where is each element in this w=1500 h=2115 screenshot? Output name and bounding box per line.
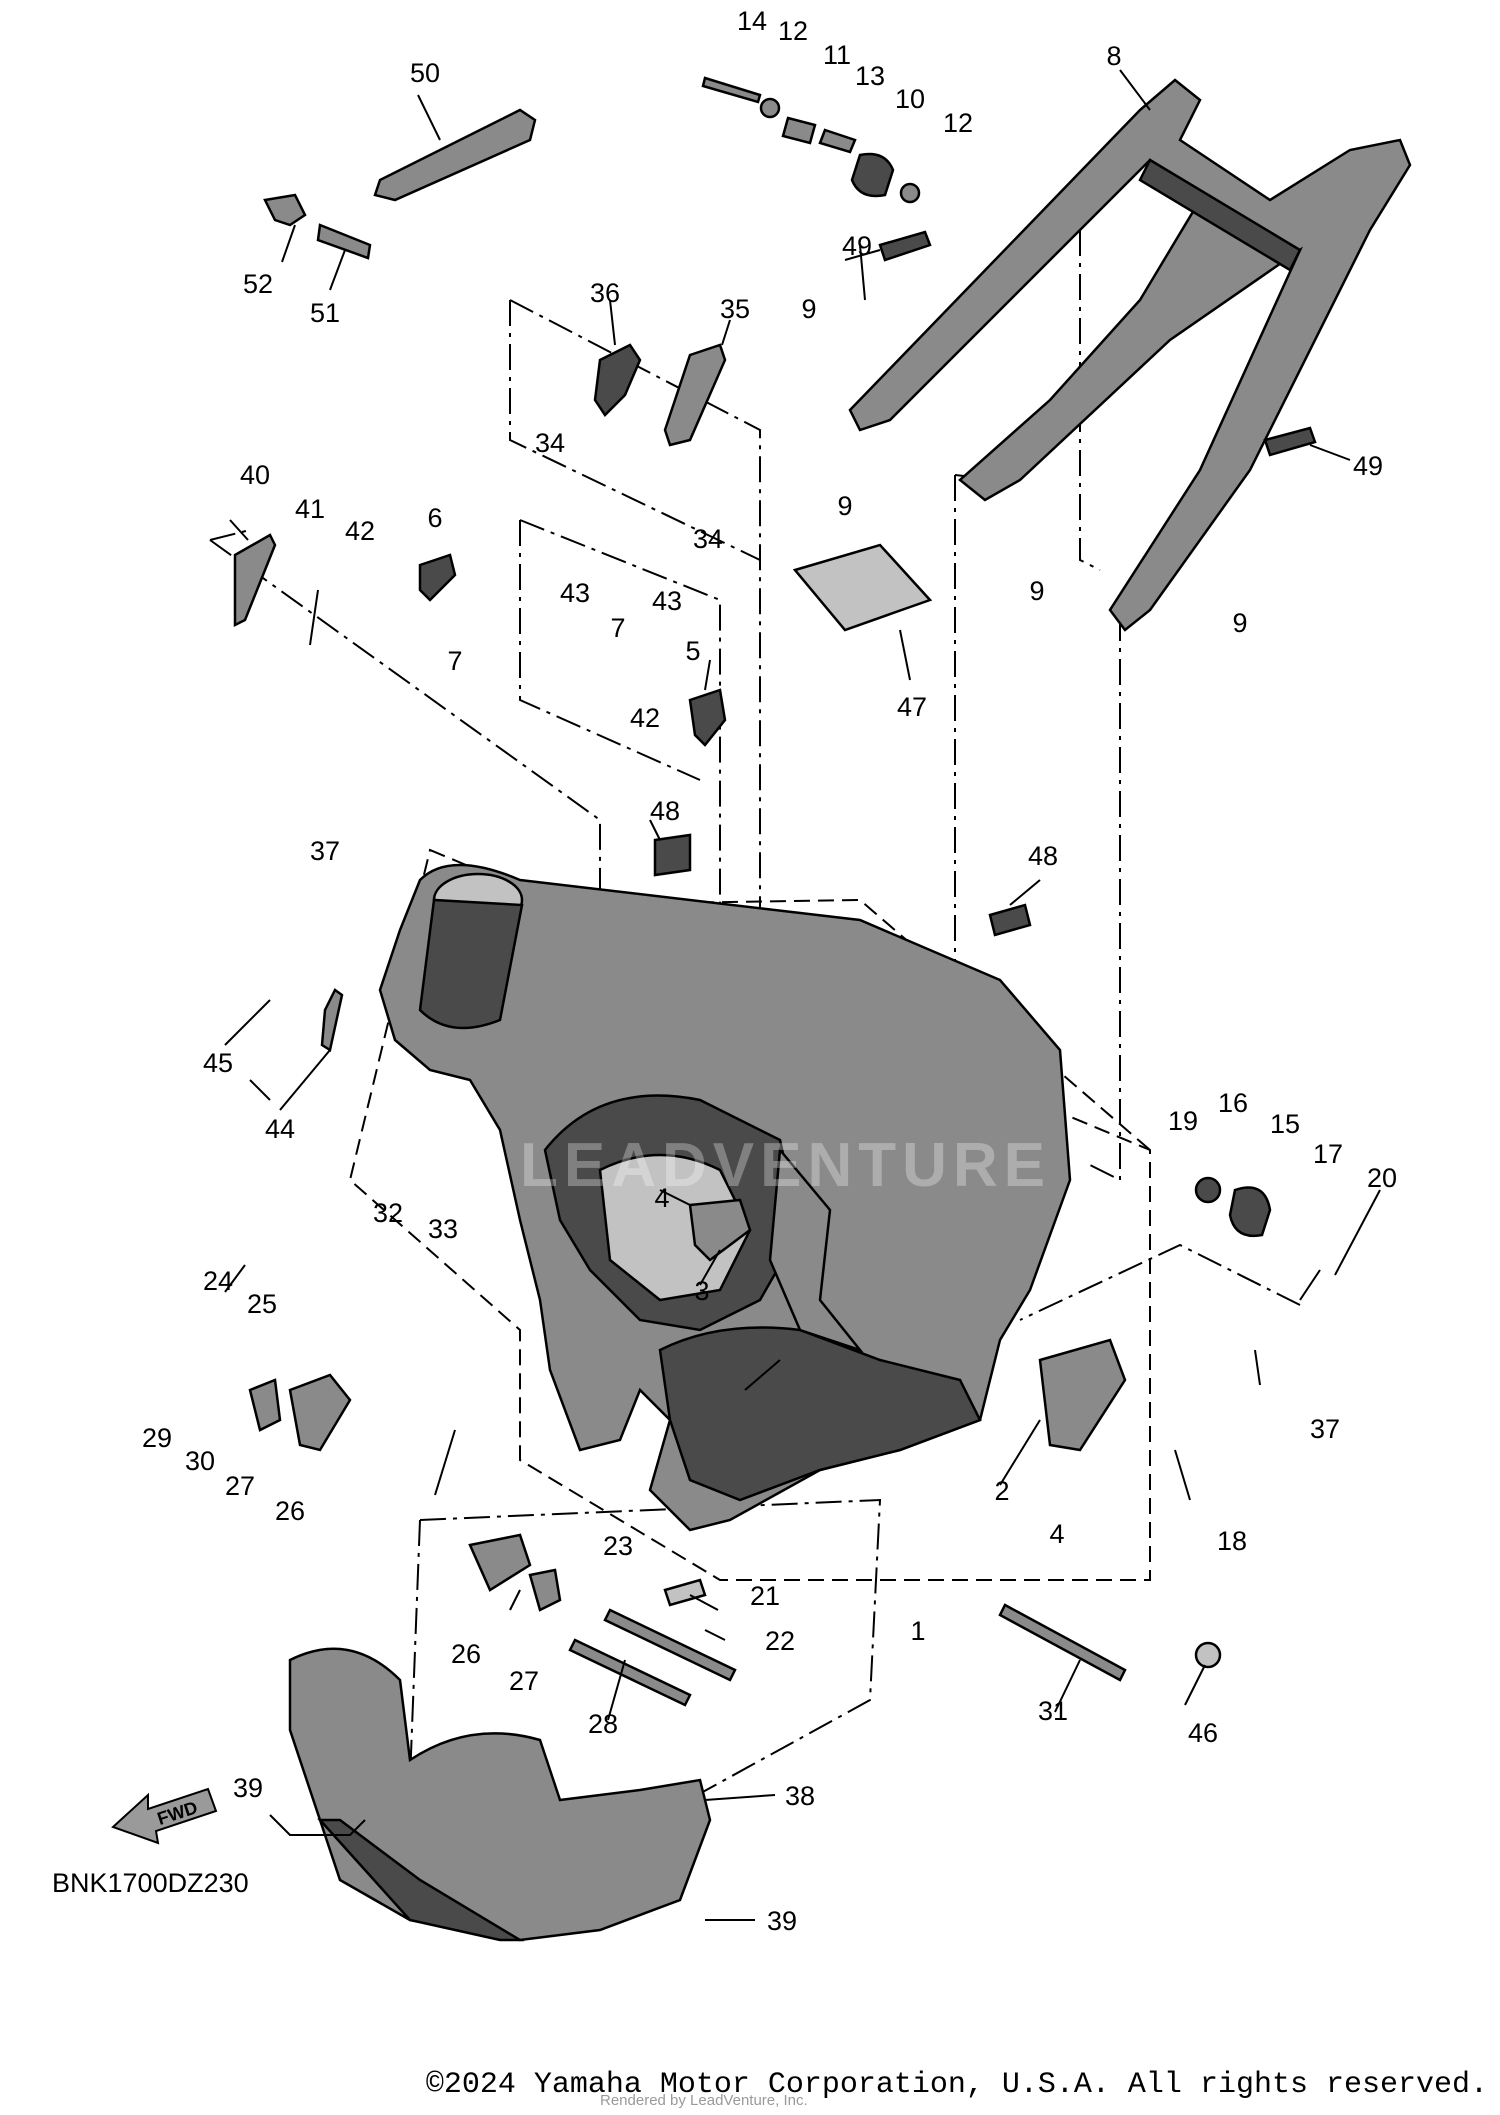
callout-7: 7 bbox=[447, 646, 462, 676]
callout-29: 29 bbox=[142, 1423, 172, 1453]
callout-14: 14 bbox=[737, 6, 767, 36]
callout-26b: 26 bbox=[451, 1639, 481, 1669]
callout-4b: 4 bbox=[1049, 1519, 1064, 1549]
callout-23: 23 bbox=[603, 1531, 633, 1561]
callout-10: 10 bbox=[895, 84, 925, 114]
callout-35: 35 bbox=[720, 294, 750, 324]
callout-27: 27 bbox=[225, 1471, 255, 1501]
callout-51: 51 bbox=[310, 298, 340, 328]
engine-guard bbox=[288, 1647, 712, 1942]
callout-12b: 12 bbox=[943, 108, 973, 138]
callout-33: 33 bbox=[428, 1214, 458, 1244]
callout-42: 42 bbox=[345, 516, 375, 546]
callout-22: 22 bbox=[765, 1626, 795, 1656]
callout-2: 2 bbox=[994, 1476, 1009, 1506]
callout-39: 39 bbox=[233, 1773, 263, 1803]
callout-43b: 43 bbox=[652, 586, 682, 616]
callout-30: 30 bbox=[185, 1446, 215, 1476]
callout-42b: 42 bbox=[630, 703, 660, 733]
callout-47: 47 bbox=[897, 692, 927, 722]
copyright-text: ©2024 Yamaha Motor Corporation, U.S.A. A… bbox=[425, 2068, 1488, 2102]
callout-41: 41 bbox=[295, 494, 325, 524]
fwd-arrow-icon: FWD bbox=[111, 1787, 218, 1845]
callout-13: 13 bbox=[855, 61, 885, 91]
callout-38: 38 bbox=[785, 1781, 815, 1811]
callout-27b: 27 bbox=[509, 1666, 539, 1696]
callout-50: 50 bbox=[410, 58, 440, 88]
callout-15: 15 bbox=[1270, 1109, 1300, 1139]
callout-6: 6 bbox=[427, 503, 442, 533]
callout-5: 5 bbox=[685, 636, 700, 666]
subframe bbox=[848, 78, 1412, 632]
small-parts bbox=[233, 76, 1317, 1707]
diagram-code: BNK1700DZ230 bbox=[52, 1868, 249, 1898]
callout-9c: 9 bbox=[1029, 576, 1044, 606]
callout-21: 21 bbox=[750, 1581, 780, 1611]
callout-39b: 39 bbox=[767, 1906, 797, 1936]
callout-52: 52 bbox=[243, 269, 273, 299]
callout-1: 1 bbox=[910, 1616, 925, 1646]
callout-48: 48 bbox=[650, 796, 680, 826]
leader-lines bbox=[224, 69, 1381, 1921]
callout-44: 44 bbox=[265, 1114, 295, 1144]
watermark: LEADVENTURE bbox=[520, 1131, 1052, 1200]
callout-11: 11 bbox=[823, 40, 851, 70]
callout-40: 40 bbox=[240, 460, 270, 490]
callout-28: 28 bbox=[588, 1709, 618, 1739]
callout-7b: 7 bbox=[610, 613, 625, 643]
callout-46: 46 bbox=[1188, 1718, 1218, 1748]
callout-16: 16 bbox=[1218, 1088, 1248, 1118]
callouts: 1 2 3 4 4 5 6 7 7 8 9 9 9 9 10 11 12 12 … bbox=[142, 6, 1397, 1936]
callout-49b: 49 bbox=[1353, 451, 1383, 481]
callout-26: 26 bbox=[275, 1496, 305, 1526]
callout-37: 37 bbox=[310, 836, 340, 866]
callout-25: 25 bbox=[247, 1289, 277, 1319]
callout-37b: 37 bbox=[1310, 1414, 1340, 1444]
callout-9: 9 bbox=[801, 294, 816, 324]
rendered-by-text: Rendered by LeadVenture, Inc. bbox=[600, 2092, 808, 2109]
callout-17: 17 bbox=[1313, 1139, 1343, 1169]
callout-34: 34 bbox=[535, 428, 565, 458]
main-frame bbox=[378, 863, 1072, 1532]
callout-18: 18 bbox=[1217, 1526, 1247, 1556]
callout-12: 12 bbox=[778, 16, 808, 46]
callout-31: 31 bbox=[1038, 1696, 1068, 1726]
callout-9b: 9 bbox=[837, 491, 852, 521]
callout-8: 8 bbox=[1106, 41, 1121, 71]
callout-4: 4 bbox=[654, 1183, 669, 1213]
callout-43: 43 bbox=[560, 578, 590, 608]
callout-34b: 34 bbox=[693, 524, 723, 554]
callout-45: 45 bbox=[203, 1048, 233, 1078]
callout-48b: 48 bbox=[1028, 841, 1058, 871]
callout-20: 20 bbox=[1367, 1163, 1397, 1193]
callout-19: 19 bbox=[1168, 1106, 1198, 1136]
callout-24: 24 bbox=[203, 1266, 233, 1296]
callout-3: 3 bbox=[694, 1276, 709, 1306]
callout-32: 32 bbox=[373, 1198, 403, 1228]
callout-36: 36 bbox=[590, 278, 620, 308]
callout-49: 49 bbox=[842, 231, 872, 261]
callout-9d: 9 bbox=[1232, 608, 1247, 638]
